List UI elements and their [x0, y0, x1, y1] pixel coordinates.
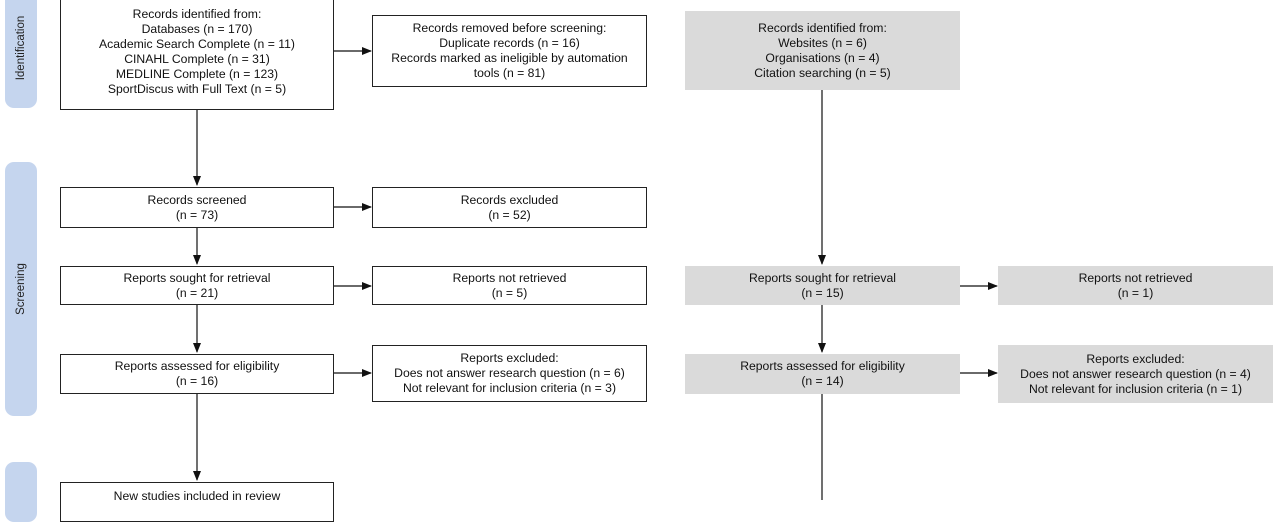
box-line: Websites (n = 6) [778, 35, 867, 50]
box-title: Records excluded [460, 192, 559, 207]
box-line: tools (n = 81) [473, 66, 546, 80]
box-line: Does not answer research question (n = 6… [394, 366, 625, 380]
box-title: Reports excluded: [460, 351, 559, 365]
box-line: Databases (n = 170) [141, 22, 253, 36]
box-title: Records identified from: [132, 7, 262, 21]
box-reports-sought-other: Reports sought for retrieval(n = 15) [685, 266, 960, 305]
flow-arrows [193, 47, 998, 500]
box-title: Reports sought for retrieval [749, 270, 896, 285]
box-line: (n = 21) [175, 285, 219, 300]
box-records-screened: Records screened(n = 73) [60, 187, 334, 228]
box-line: SportDiscus with Full Text (n = 5) [107, 82, 287, 96]
box-title: Reports excluded: [1086, 351, 1185, 366]
box-line: (n = 14) [801, 374, 844, 388]
phase-identification: Identification [5, 0, 37, 108]
box-reports-not-retrieved-other: Reports not retrieved(n = 1) [998, 266, 1273, 305]
box-line: (n = 15) [801, 285, 844, 300]
box-records-removed-before-screening: Records removed before screening:Duplica… [372, 15, 647, 87]
box-line: Academic Search Complete (n = 11) [99, 37, 295, 51]
box-line: (n = 1) [1117, 285, 1154, 300]
box-reports-assessed-databases: Reports assessed for eligibility(n = 16) [60, 354, 334, 394]
box-line: (n = 5) [491, 285, 528, 300]
box-line: (n = 16) [175, 374, 219, 388]
box-new-studies-included: New studies included in review [60, 482, 334, 522]
box-line: Duplicate records (n = 16) [439, 36, 580, 50]
box-title: Records removed before screening: [412, 21, 607, 35]
box-title: New studies included in review [113, 489, 281, 503]
box-reports-excluded-other: Reports excluded:Does not answer researc… [998, 345, 1273, 403]
box-line: Not relevant for inclusion criteria (n =… [402, 381, 617, 395]
box-reports-assessed-other: Reports assessed for eligibility(n = 14) [685, 354, 960, 394]
box-line: Not relevant for inclusion criteria (n =… [1028, 381, 1243, 396]
box-records-identified-databases: Records identified from:Databases (n = 1… [60, 0, 334, 110]
box-reports-excluded-databases: Reports excluded:Does not answer researc… [372, 345, 647, 402]
box-title: Reports not retrieved [1078, 270, 1193, 285]
box-line: Does not answer research question (n = 4… [1020, 366, 1251, 381]
box-line: MEDLINE Complete (n = 123) [115, 67, 279, 81]
box-reports-sought-databases: Reports sought for retrieval(n = 21) [60, 266, 334, 305]
box-line: (n = 73) [175, 207, 219, 222]
box-records-identified-other: Records identified from:Websites (n = 6)… [685, 11, 960, 90]
box-line: Organisations (n = 4) [765, 50, 880, 65]
box-reports-not-retrieved-databases: Reports not retrieved(n = 5) [372, 266, 647, 305]
phase-screening: Screening [5, 162, 37, 416]
box-title: Reports not retrieved [452, 270, 567, 285]
box-records-excluded: Records excluded(n = 52) [372, 187, 647, 228]
box-line: CINAHL Complete (n = 31) [124, 52, 270, 66]
box-title: Reports assessed for eligibility [740, 359, 905, 373]
box-title: Reports sought for retrieval [123, 270, 271, 285]
box-line: (n = 52) [488, 207, 531, 222]
box-line: Citation searching (n = 5) [754, 65, 891, 80]
box-title: Records screened [147, 192, 247, 207]
box-title: Reports assessed for eligibility [114, 359, 280, 373]
box-line: Records marked as ineligible by automati… [391, 51, 628, 65]
box-title: Records identified from: [758, 20, 887, 35]
